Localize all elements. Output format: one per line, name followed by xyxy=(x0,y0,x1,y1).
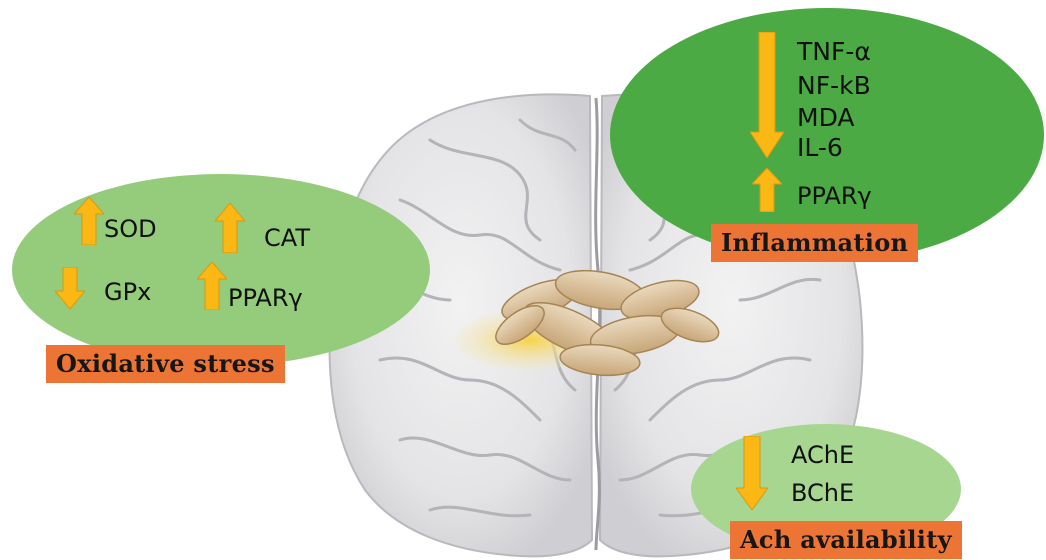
nf-kb-label: NF-kB xyxy=(797,72,871,100)
ppar-gamma-label-inflammation: PPARγ xyxy=(797,182,872,210)
tnf-alpha-label: TNF-α xyxy=(797,38,871,66)
cat-label: CAT xyxy=(264,224,310,252)
sod-label: SOD xyxy=(104,215,157,243)
inflammation-down-arrow-icon xyxy=(750,32,784,158)
mda-label: MDA xyxy=(797,104,854,132)
gpx-label: GPx xyxy=(104,278,151,306)
ache-label: AChE xyxy=(791,441,854,469)
ach-availability-title-box: Ach availability xyxy=(730,521,962,559)
gpx-down-arrow-icon xyxy=(55,267,85,309)
ppar-gamma-up-arrow-icon-inflammation xyxy=(752,168,782,212)
ppar-gamma-up-arrow-icon xyxy=(197,262,227,310)
il-6-label: IL-6 xyxy=(797,134,843,162)
bche-label: BChE xyxy=(791,479,854,507)
inflammation-title-box: Inflammation xyxy=(711,224,918,262)
cat-up-arrow-icon xyxy=(215,203,245,253)
ach-down-arrow-icon xyxy=(736,436,768,510)
oxidative-stress-title-box: Oxidative stress xyxy=(46,345,285,383)
ppar-gamma-label-oxidative: PPARγ xyxy=(228,284,303,312)
sod-up-arrow-icon xyxy=(74,197,104,245)
